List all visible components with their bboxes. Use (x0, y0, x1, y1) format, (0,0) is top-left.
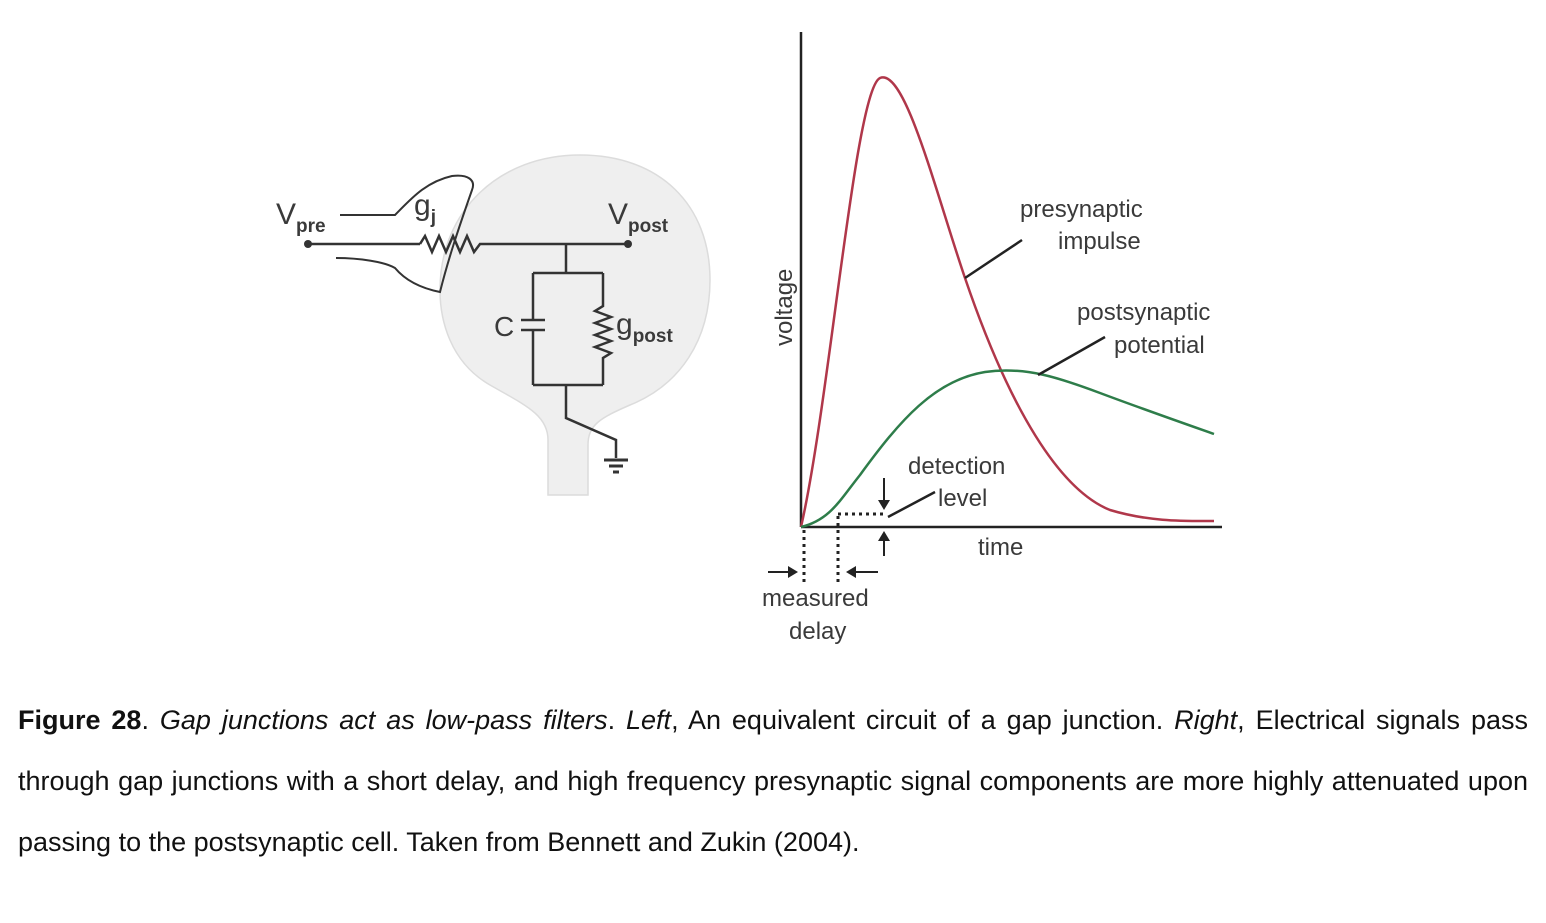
gj-resistor (418, 232, 628, 256)
presynaptic-label-line1: presynaptic (1020, 196, 1143, 223)
voltage-time-plot: voltage time presynaptic impulse postsyn… (762, 32, 1222, 645)
left-panel-label: Left (626, 705, 672, 735)
c-label: C (494, 311, 514, 342)
right-panel-label: Right (1174, 705, 1238, 735)
equivalent-circuit: Vpre gj Vpost C gpost (276, 154, 711, 496)
detection-label-line2: level (938, 485, 987, 512)
v-pre-label: Vpre (276, 198, 326, 237)
left-panel-text: , An equivalent circuit of a gap junctio… (671, 705, 1175, 735)
v-post-node (624, 240, 632, 248)
v-pre-node (304, 240, 312, 248)
v-post-label: Vpost (608, 198, 669, 237)
presynaptic-terminal (335, 174, 474, 294)
postsynaptic-label-line1: postsynaptic (1077, 299, 1210, 326)
postsynaptic-cell (439, 154, 711, 496)
gap-junction-figure: Vpre gj Vpost C gpost (276, 32, 1222, 645)
caption-sep-1: . (141, 705, 160, 735)
presynaptic-label-line2: impulse (1058, 228, 1141, 255)
x-axis-label: time (978, 534, 1023, 561)
figure-number: Figure 28 (18, 705, 142, 735)
postsynaptic-potential-curve (800, 369, 1215, 529)
figure-title: Gap junctions act as low-pass filters (159, 705, 608, 735)
gpost-label: gpost (616, 308, 673, 347)
right-panel-text: , Electrical signals pass through gap ju… (18, 705, 1528, 857)
gj-label: gj (414, 189, 436, 228)
caption-sep-2: . (607, 705, 627, 735)
delay-label-line2: delay (789, 618, 846, 645)
gpost-resistor (591, 273, 615, 385)
detection-label-line1: detection (908, 453, 1005, 480)
delay-arrows (768, 566, 878, 578)
post-label-pointer (1037, 335, 1106, 377)
presynaptic-impulse-curve (799, 76, 1215, 528)
postsynaptic-label-line2: potential (1114, 332, 1205, 359)
detection-level-arrows (878, 478, 890, 556)
pre-label-pointer (964, 238, 1023, 280)
detection-pointer (887, 490, 936, 519)
y-axis-label: voltage (771, 269, 798, 346)
figure-caption: Figure 28. Gap junctions act as low-pass… (18, 690, 1528, 873)
delay-label-line1: measured (762, 585, 869, 612)
